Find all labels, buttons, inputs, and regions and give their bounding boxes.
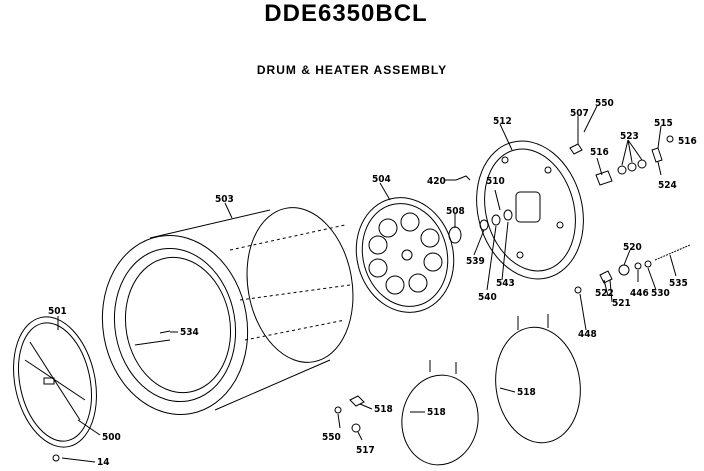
part-label: 522 xyxy=(595,288,614,299)
part-label: 550 xyxy=(322,432,341,443)
part-label: 14 xyxy=(97,457,110,468)
model-number: DDE6350BCL xyxy=(264,0,428,27)
part-label: 503 xyxy=(215,194,234,205)
part-label: 512 xyxy=(493,116,512,127)
part-labels: 512 507 550 515 516 523 516 524 504 420 … xyxy=(48,98,697,468)
part-label: 508 xyxy=(446,206,465,217)
part-label: 518 xyxy=(427,407,446,418)
part-label: 420 xyxy=(427,176,446,187)
part-label: 521 xyxy=(612,298,631,309)
part-label: 534 xyxy=(180,327,199,338)
front-seal-ring xyxy=(13,316,97,448)
diagram-title: DRUM & HEATER ASSEMBLY xyxy=(256,63,448,77)
part-label: 446 xyxy=(630,288,649,299)
part-label: 550 xyxy=(595,98,614,109)
part-label: 535 xyxy=(669,278,688,289)
drum xyxy=(101,207,354,416)
leader-lines xyxy=(57,105,677,463)
part-label: 515 xyxy=(654,118,673,129)
heater-elements xyxy=(401,314,581,466)
part-label: 518 xyxy=(374,404,393,415)
part-label: 448 xyxy=(578,329,597,340)
part-label: 501 xyxy=(48,306,67,317)
part-label: 523 xyxy=(620,131,639,142)
drum-rear-baffle xyxy=(355,197,455,313)
part-label: 507 xyxy=(570,108,589,119)
part-label: 539 xyxy=(466,256,485,267)
part-label: 517 xyxy=(356,445,375,456)
part-label: 524 xyxy=(658,180,677,191)
part-label: 510 xyxy=(486,176,505,187)
part-label: 540 xyxy=(478,292,497,303)
part-label: 516 xyxy=(678,136,697,147)
part-label: 530 xyxy=(651,288,670,299)
part-label: 500 xyxy=(102,432,121,443)
part-label: 543 xyxy=(496,278,515,289)
part-label: 504 xyxy=(372,174,391,185)
part-label: 520 xyxy=(623,242,642,253)
part-label: 518 xyxy=(517,387,536,398)
part-label: 516 xyxy=(590,147,609,158)
